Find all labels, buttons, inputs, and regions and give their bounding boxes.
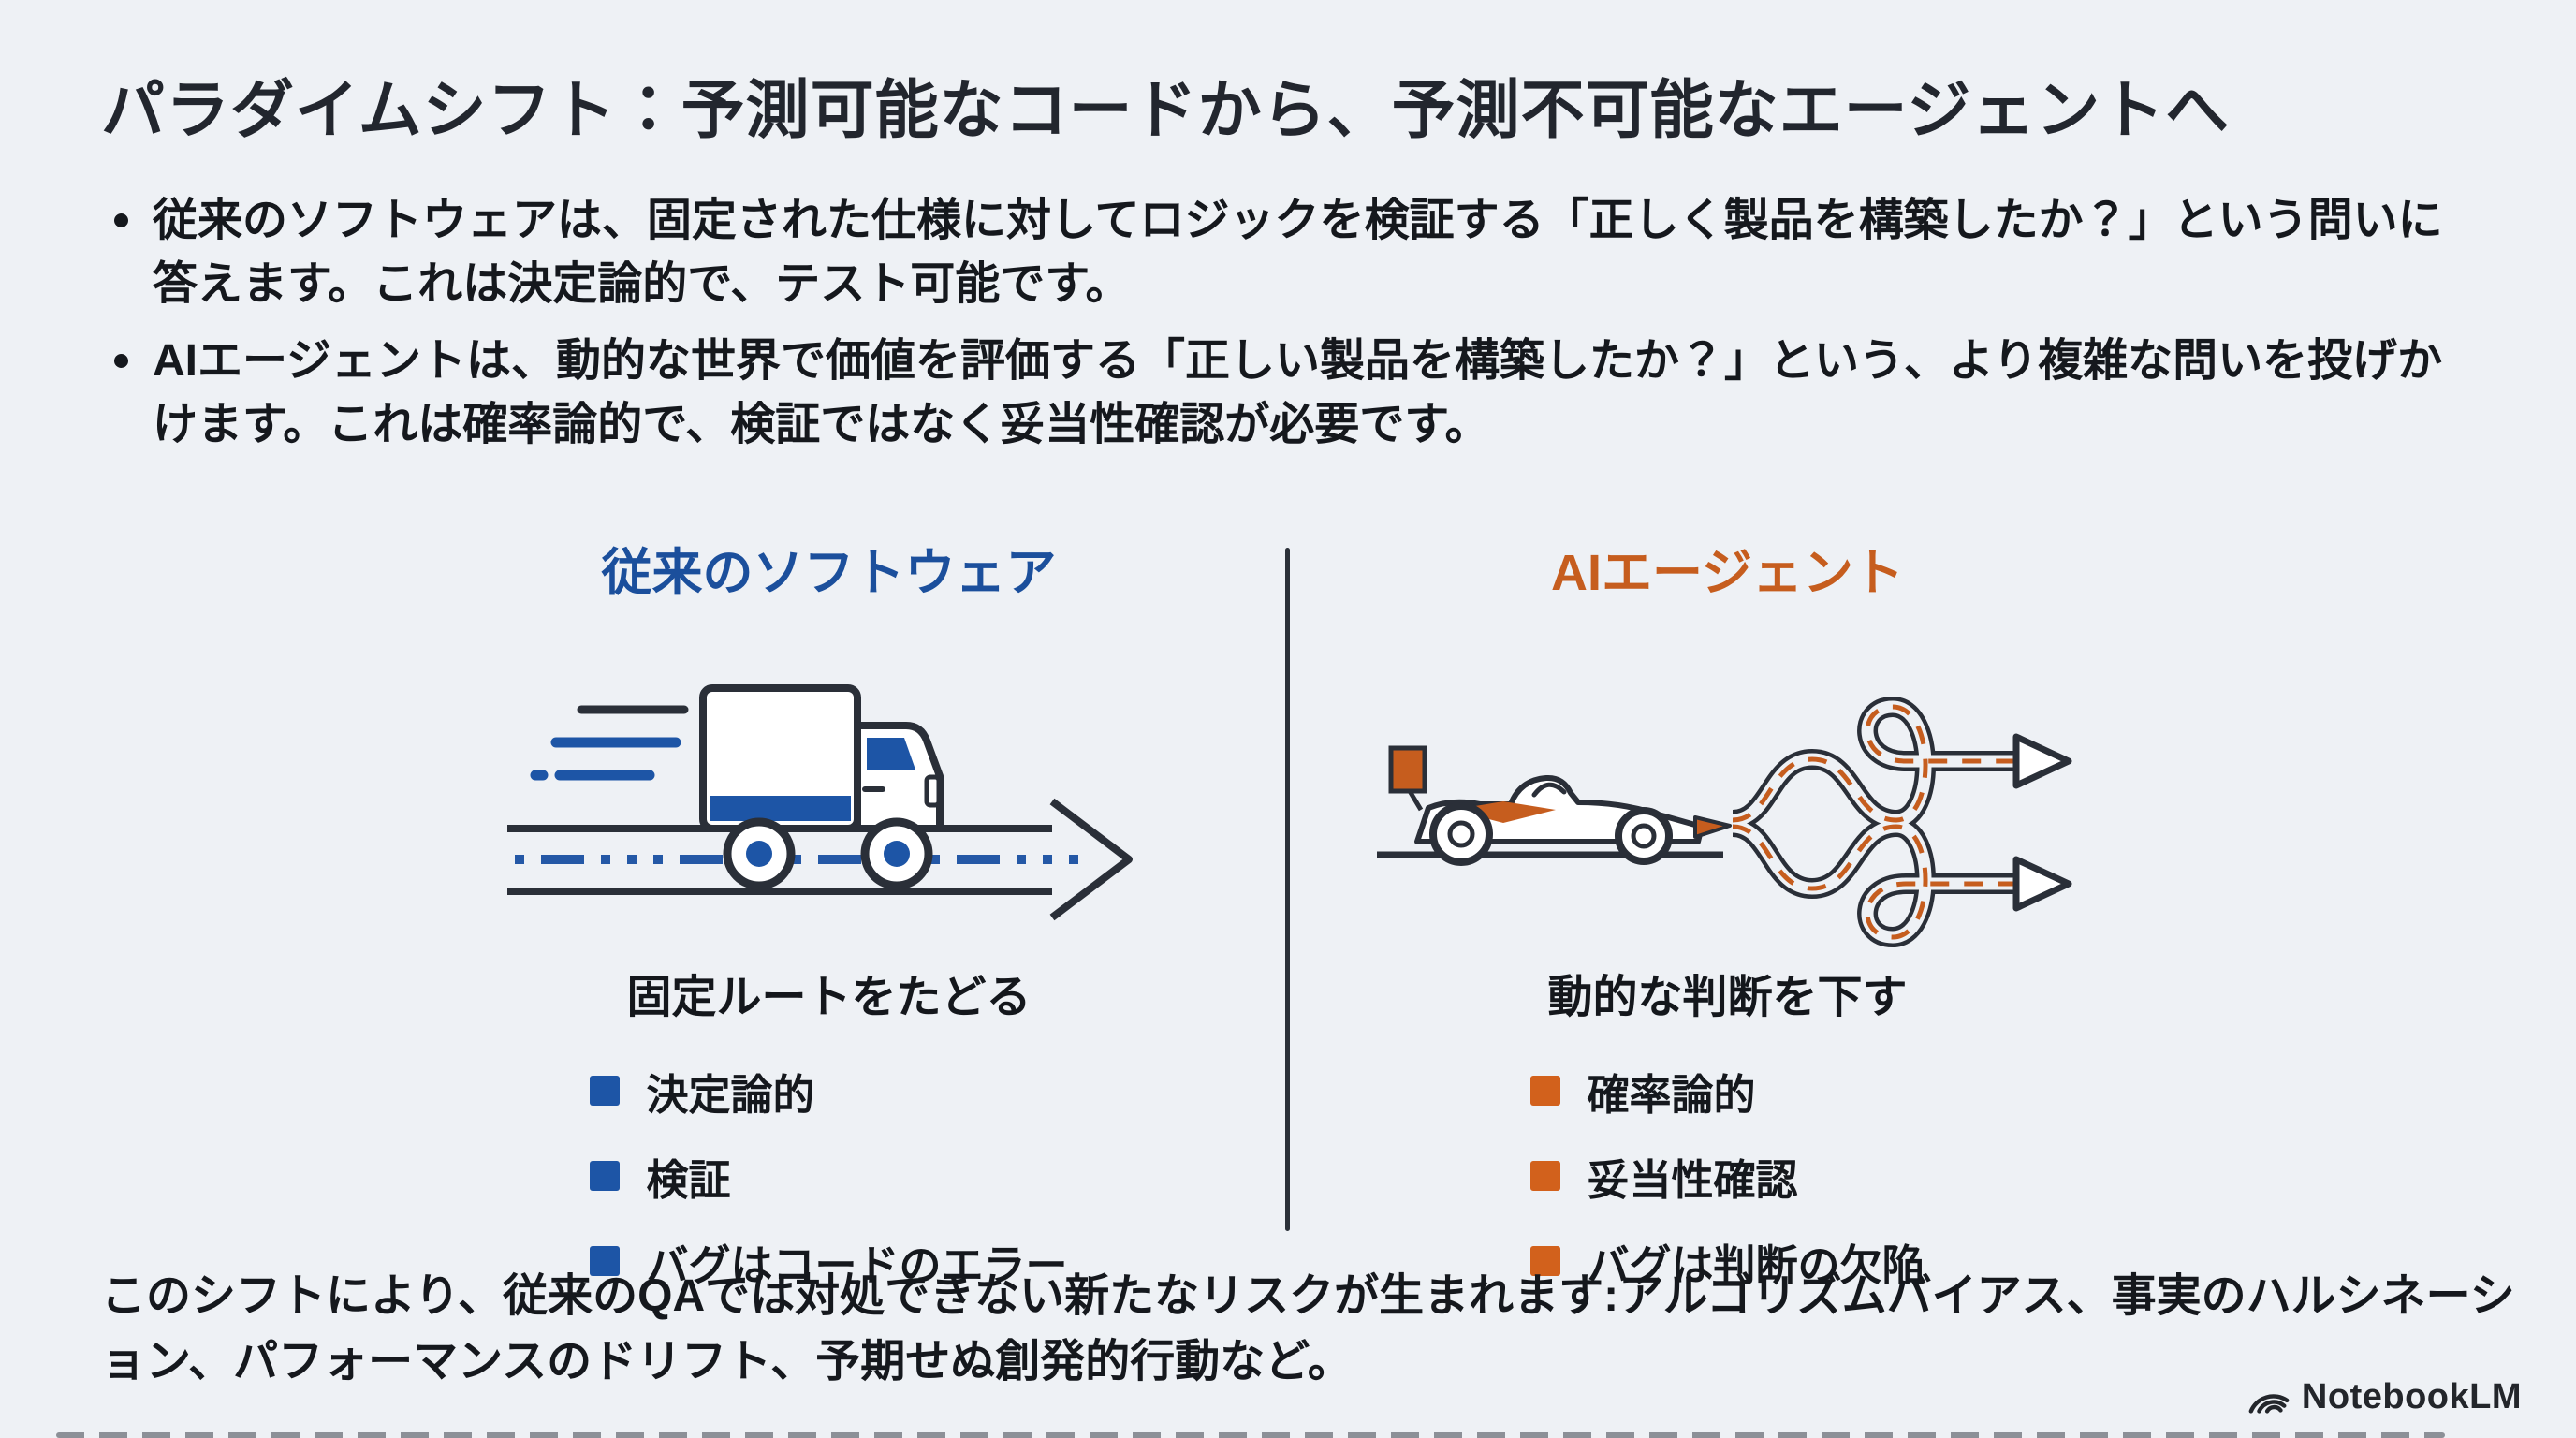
notebooklm-logo-icon: [2248, 1393, 2290, 1414]
ai-agent-trait-list: 確率論的 妥当性確認 バグは判断の欠陥: [1530, 1061, 1925, 1292]
column-divider: [1285, 548, 1290, 1231]
list-item: バグはコードのエラー: [590, 1231, 1068, 1292]
intro-bullet-text: 従来のソフトウェアは、固定された仕様に対してロジックを検証する「正しく製品を構築…: [153, 196, 2443, 310]
race-car-illustration: [1363, 604, 2093, 960]
traditional-trait-list: 決定論的 検証 バグはコードのエラー: [590, 1061, 1068, 1292]
trait-label: バグは判断の欠陥: [1587, 1240, 1925, 1289]
bottom-dashed-strip: [56, 1432, 2445, 1438]
bullet-dot-icon: [114, 213, 128, 227]
blue-square-bullet-icon: [590, 1246, 621, 1277]
trait-label: バグはコードのエラー: [646, 1240, 1068, 1289]
column-header-ai-agent: AIエージェント: [1551, 545, 1904, 601]
orange-square-bullet-icon: [1530, 1246, 1561, 1277]
list-item: バグは判断の欠陥: [1530, 1231, 1925, 1292]
trait-label: 検証: [646, 1155, 731, 1204]
blue-square-bullet-icon: [590, 1076, 621, 1107]
delivery-truck-illustration: [492, 604, 1166, 960]
notebooklm-brand: NotebookLM: [2247, 1377, 2522, 1417]
footer-note: このシフトにより、従来のQAでは対処できない新たなリスクが生まれます:アルゴリズ…: [101, 1271, 2515, 1387]
bullet-dot-icon: [114, 354, 128, 369]
column-header-traditional: 従来のソフトウェア: [601, 545, 1057, 601]
race-car-branching-paths-icon: [1376, 696, 2071, 947]
column-caption-traditional: 固定ルートをたどる: [626, 972, 1032, 1022]
list-item: AIエージェントは、動的な世界で価値を評価する「正しい製品を構築したか？」という…: [114, 330, 2482, 457]
truck-straight-road-icon: [506, 683, 1133, 920]
traditional-software-column: 従来のソフトウェア: [447, 543, 1210, 1292]
list-item: 決定論的: [590, 1061, 815, 1122]
list-item: 検証: [590, 1146, 731, 1207]
intro-bullet-list: 従来のソフトウェアは、固定された仕様に対してロジックを検証する「正しく製品を構築…: [114, 189, 2482, 458]
trait-label: 決定論的: [646, 1070, 815, 1119]
blue-square-bullet-icon: [590, 1161, 621, 1192]
trait-label: 確率論的: [1587, 1070, 1756, 1119]
list-item: 従来のソフトウェアは、固定された仕様に対してロジックを検証する「正しく製品を構築…: [114, 189, 2482, 316]
orange-square-bullet-icon: [1530, 1161, 1561, 1192]
list-item: 妥当性確認: [1530, 1146, 1798, 1207]
orange-square-bullet-icon: [1530, 1076, 1561, 1107]
intro-bullet-text: AIエージェントは、動的な世界で価値を評価する「正しい製品を構築したか？」という…: [153, 336, 2443, 450]
page-title: パラダイムシフト：予測可能なコードから、予測不可能なエージェントへ: [101, 75, 2231, 146]
list-item: 確率論的: [1530, 1061, 1756, 1122]
trait-label: 妥当性確認: [1587, 1155, 1798, 1204]
notebooklm-wordmark: NotebookLM: [2301, 1377, 2522, 1416]
column-caption-ai-agent: 動的な判断を下す: [1547, 972, 1908, 1022]
ai-agent-column: AIエージェント: [1346, 543, 2109, 1292]
